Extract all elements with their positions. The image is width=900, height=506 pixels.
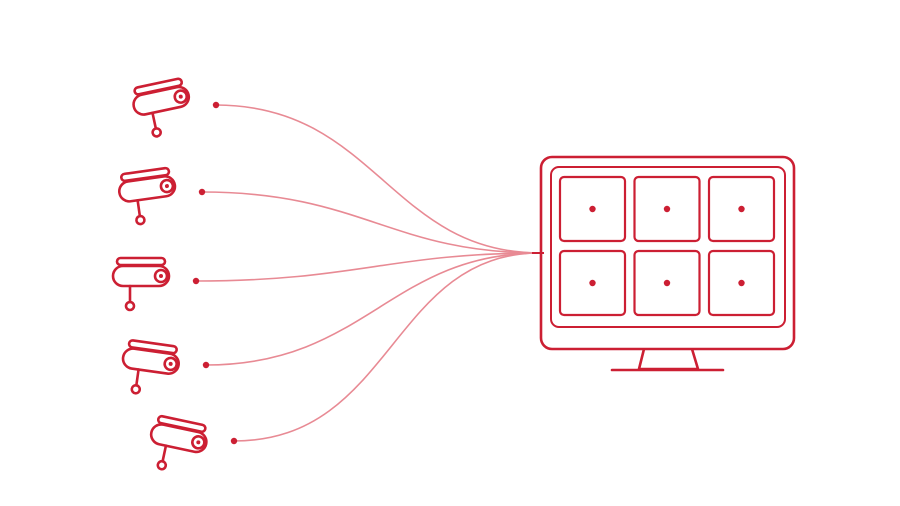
connection-line [201, 191, 541, 254]
camera-mount-joint [124, 300, 136, 312]
camera-mount-joint [151, 127, 162, 138]
monitor-tile [633, 249, 701, 317]
connection-endpoint [230, 437, 238, 445]
camera-lens [173, 89, 189, 104]
camera-body [149, 423, 208, 454]
connection-line [233, 252, 541, 442]
camera-mount [135, 368, 140, 387]
monitor-stand [637, 348, 700, 371]
camera-body [118, 175, 177, 203]
camera-mount [151, 111, 158, 130]
monitor-tile [558, 175, 627, 243]
security-camera-icon [118, 166, 177, 226]
connection-endpoint [192, 277, 200, 285]
camera-lens [159, 178, 175, 194]
camera-lens-dot [168, 361, 173, 366]
camera-mount-joint [135, 214, 146, 226]
camera-mount-joint [130, 384, 142, 395]
camera-visor [115, 256, 167, 267]
connection-line [195, 252, 541, 282]
camera-lens-dot [159, 274, 163, 278]
monitor-tile [558, 249, 627, 317]
camera-mount [161, 444, 168, 463]
camera-body [132, 85, 191, 116]
camera-mount [136, 198, 142, 218]
monitor-tile-dot [663, 205, 671, 213]
connection-endpoint [198, 188, 206, 196]
connection-lines [192, 101, 544, 445]
camera-lens [191, 435, 206, 450]
monitor-tile-dot [738, 205, 745, 213]
camera-lens-dot [164, 184, 169, 189]
monitor-tile-dot [663, 279, 671, 287]
connection-endpoint [202, 361, 210, 369]
connection-endpoint [212, 101, 220, 109]
camera-group [111, 77, 208, 471]
monitor-screen [550, 166, 786, 328]
security-camera-icon [111, 256, 171, 312]
monitor-tile [707, 249, 776, 317]
monitor-frame [539, 155, 796, 351]
monitor-tile [707, 175, 776, 243]
camera-mount-joint [156, 459, 168, 471]
camera-body [111, 264, 171, 288]
connection-line [215, 104, 541, 254]
monitor-tile [633, 175, 701, 243]
camera-body [121, 347, 180, 375]
security-camera-icon [121, 339, 180, 395]
camera-lens [153, 268, 169, 284]
camera-lens-dot [178, 94, 183, 99]
security-camera-icon [132, 77, 191, 138]
monitor-tile-dot [589, 205, 596, 213]
monitor-tile-dot [589, 279, 596, 287]
monitor-tile-dot [738, 279, 745, 287]
camera-lens-dot [196, 440, 201, 445]
security-camera-icon [149, 414, 208, 471]
camera-lens [163, 356, 178, 372]
connection-line [205, 252, 541, 366]
monitor-icon [539, 155, 796, 372]
